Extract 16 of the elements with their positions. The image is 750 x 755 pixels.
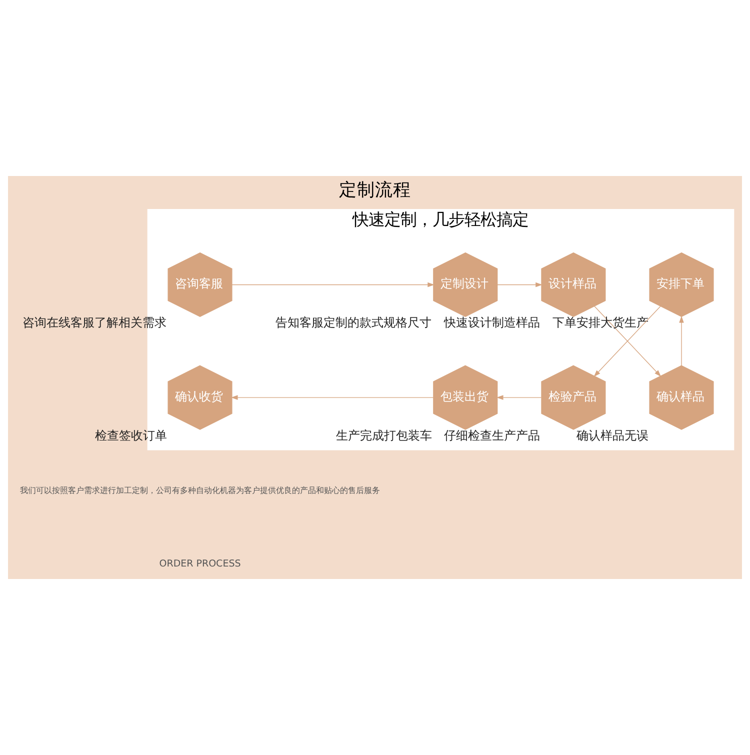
node-label: 告知客服定制的款式规格尺寸 [276, 315, 432, 330]
arrow [496, 395, 542, 400]
node-label: 生产完成打包装车 [336, 428, 432, 442]
node-label: 确认样品无误 [576, 428, 649, 442]
arrow [230, 395, 434, 400]
label: 我们可以按照客户需求进行加工定制，公司有多种自动化机器为客户提供优良的产品和贴心的售后服务 [20, 484, 380, 495]
arrow [232, 282, 434, 288]
node-label: 下单安排大货生产 [552, 315, 648, 330]
node-label: 检查签收订单 [95, 428, 168, 442]
diagram-title: 定制流程 [339, 180, 411, 201]
arrow [679, 316, 684, 366]
node-label: 仔细检查生产产品 [444, 428, 540, 442]
arrow [497, 282, 542, 288]
node-label: 快速设计制造样品 [444, 315, 540, 330]
node-label: 咨询在线客服了解相关需求 [22, 315, 166, 330]
label: ORDER PROCESS [159, 558, 241, 570]
